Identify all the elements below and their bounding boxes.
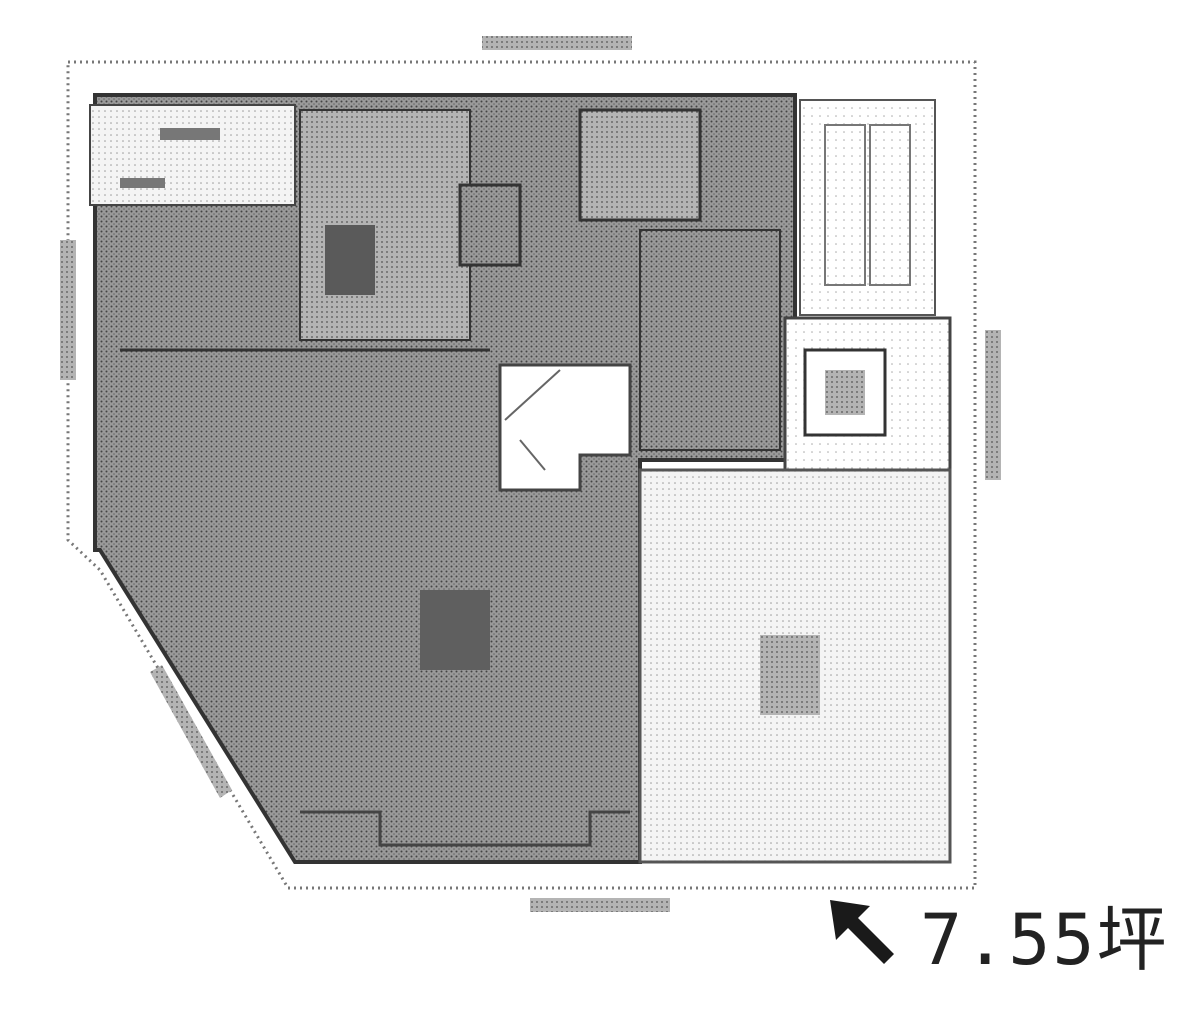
room-utility xyxy=(458,108,781,451)
room-top-left xyxy=(89,104,296,206)
arrow-up-left-icon xyxy=(822,892,902,972)
dimension-top xyxy=(482,36,632,50)
dimension-left xyxy=(60,240,76,380)
area-label: 7.55坪 xyxy=(920,899,1169,981)
room-lower-left xyxy=(120,348,630,847)
room-upper-center xyxy=(299,109,471,341)
highlighted-room xyxy=(638,468,952,864)
dimension-diagonal xyxy=(150,665,232,798)
dimension-bottom xyxy=(530,898,670,912)
site-boundary xyxy=(66,60,977,890)
dimension-right xyxy=(985,330,1001,480)
staircase-right xyxy=(799,99,936,316)
void-stair xyxy=(498,363,632,492)
